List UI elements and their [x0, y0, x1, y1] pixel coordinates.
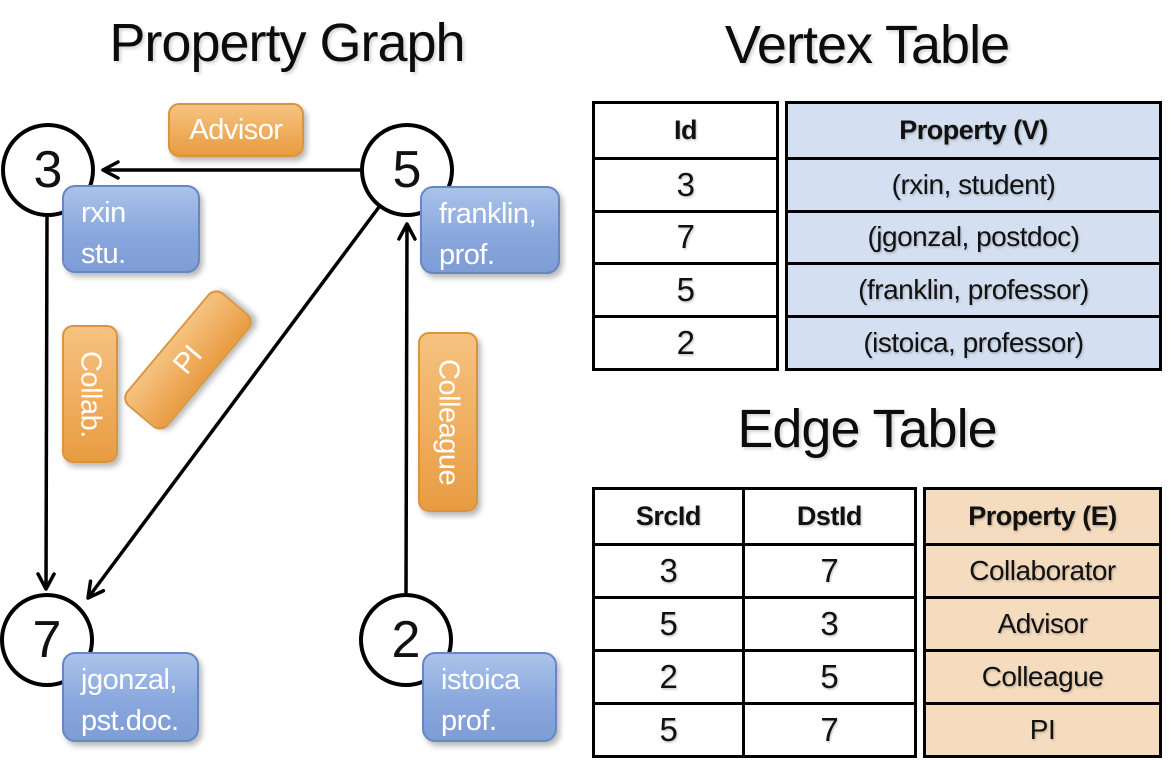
node-7-property-line2: pst.doc.	[81, 705, 179, 738]
edge-label-advisor: Advisor	[168, 103, 304, 157]
node-5-property-box: franklin, prof.	[420, 186, 560, 274]
edge-table-property-cell: Collaborator	[926, 543, 1159, 596]
vertex-table-id-cell: 5	[595, 262, 776, 315]
vertex-table-id-cell: 3	[595, 156, 776, 210]
property-graph-title: Property Graph	[109, 13, 465, 73]
edge-table: SrcId DstId 3 7 5 3 2 5 5 7 Property (E)…	[592, 487, 1162, 758]
edge-table-id-columns: SrcId DstId 3 7 5 3 2 5 5 7	[592, 487, 917, 758]
vertex-table: Id 3 7 5 2 Property (V) (rxin, student) …	[592, 101, 1162, 371]
vertex-table-property-cell: (jgonzal, postdoc)	[788, 209, 1159, 263]
edge-label-colleague: Colleague	[418, 332, 478, 512]
node-7-property-line1: jgonzal,	[81, 664, 177, 696]
vertex-table-property-column: Property (V) (rxin, student) (jgonzal, p…	[785, 101, 1162, 371]
edge-table-dst-header: DstId	[741, 490, 914, 543]
edge-table-src-cell: 5	[595, 596, 742, 649]
vertex-table-property-cell: (franklin, professor)	[788, 262, 1159, 315]
vertex-table-id-cell: 7	[595, 209, 776, 263]
vertex-table-title: Vertex Table	[724, 15, 1010, 75]
graph-node-5: 5	[360, 123, 454, 217]
vertex-table-property-cell: (istoica, professor)	[788, 315, 1159, 368]
edge-table-property-cell: PI	[926, 702, 1159, 755]
node-2-property-line2: prof.	[441, 705, 497, 738]
vertex-table-id-column: Id 3 7 5 2	[592, 101, 779, 371]
edge-table-property-column: Property (E) Collaborator Advisor Collea…	[923, 487, 1162, 758]
edge-colleague-2-to-5	[397, 222, 417, 594]
edge-table-dst-cell: 7	[741, 702, 914, 755]
node-3-property-line2: stu.	[81, 238, 126, 271]
edge-table-dst-cell: 5	[741, 649, 914, 702]
node-3-property-box: rxin stu.	[62, 185, 200, 273]
edge-table-dst-cell: 3	[741, 596, 914, 649]
edge-table-property-header: Property (E)	[968, 501, 1117, 531]
edge-table-property-cell: Colleague	[926, 649, 1159, 702]
node-2-property-line1: istoica	[441, 664, 520, 696]
edge-collab-3-to-7	[36, 215, 56, 591]
vertex-table-property-header: Property (V)	[899, 114, 1048, 145]
node-3-property-line1: rxin	[81, 197, 126, 229]
edge-pi-5-to-7	[86, 205, 381, 600]
vertex-table-property-cell: (rxin, student)	[788, 156, 1159, 210]
edge-table-src-cell: 2	[595, 649, 742, 702]
node-2-property-box: istoica prof.	[422, 652, 557, 742]
edge-table-dst-cell: 7	[741, 543, 914, 596]
graph-edges-layer	[36, 160, 417, 600]
node-5-property-line1: franklin,	[439, 198, 537, 230]
graph-node-2: 2	[359, 593, 453, 687]
vertex-table-id-cell: 2	[595, 315, 776, 368]
edge-label-collab: Collab.	[62, 325, 118, 463]
node-7-property-box: jgonzal, pst.doc.	[62, 652, 199, 742]
vertex-table-id-header: Id	[674, 114, 698, 145]
edge-table-property-cell: Advisor	[926, 596, 1159, 649]
edge-table-src-header: SrcId	[635, 501, 702, 531]
node-5-property-line2: prof.	[439, 239, 495, 272]
edge-table-title: Edge Table	[737, 399, 997, 459]
edge-table-src-cell: 3	[595, 543, 742, 596]
edge-table-src-cell: 5	[595, 702, 742, 755]
